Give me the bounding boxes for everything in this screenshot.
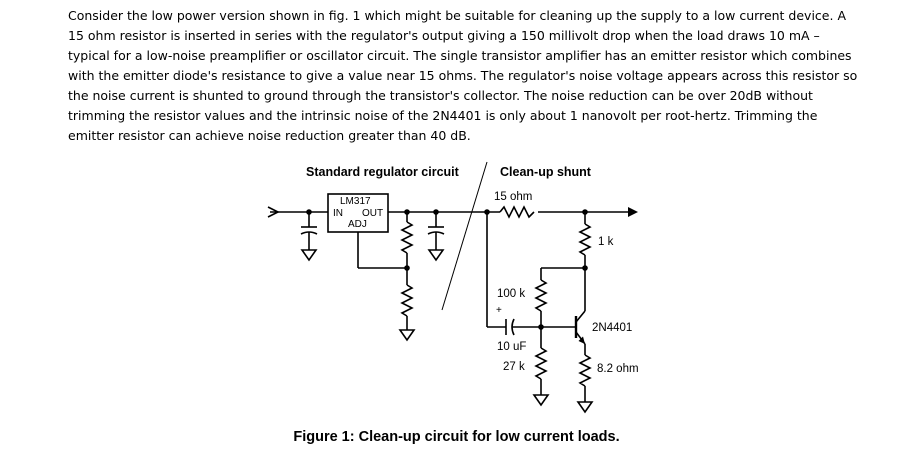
ic-pin-in-label: IN — [333, 208, 343, 219]
capacitor-label: 10 uF — [497, 341, 526, 353]
header-standard-regulator: Standard regulator circuit — [306, 165, 460, 179]
regulator-top-resistor — [400, 212, 414, 268]
header-cleanup-shunt: Clean-up shunt — [500, 165, 592, 179]
ground-symbol — [427, 249, 445, 262]
coupling-capacitor-10uf — [505, 318, 541, 336]
collector-resistor-1k — [578, 212, 592, 268]
emitter-resistor-8-2-ohm — [578, 344, 592, 402]
ic-pin-out-label: OUT — [362, 208, 383, 219]
output-capacitor — [427, 212, 445, 250]
regulator-bottom-resistor — [400, 268, 414, 330]
capacitor-polarity-mark: + — [496, 305, 502, 316]
bias-resistor-100k — [534, 268, 548, 327]
bias-bottom-resistor-label: 27 k — [503, 361, 525, 373]
input-capacitor — [300, 212, 318, 250]
bias-top-resistor-label: 100 k — [497, 288, 525, 300]
ic-name-label: LM317 — [340, 196, 371, 207]
lm317-regulator: LM317 IN OUT ADJ — [327, 193, 389, 233]
output-terminal-arrow — [628, 207, 638, 217]
transistor-2n4401 — [541, 310, 586, 345]
figure-caption: Figure 1: Clean-up circuit for low curre… — [293, 429, 620, 445]
input-terminal-arrow — [267, 206, 328, 218]
collector-resistor-label: 1 k — [598, 236, 614, 248]
ic-pin-adj-label: ADJ — [348, 219, 367, 230]
ground-symbol — [398, 329, 416, 342]
series-resistor-15-ohm — [499, 205, 538, 219]
ground-symbol — [576, 401, 594, 414]
emitter-resistor-label: 8.2 ohm — [597, 363, 639, 375]
ground-symbol — [532, 394, 550, 407]
bias-resistor-27k — [534, 327, 548, 395]
series-resistor-label: 15 ohm — [494, 191, 532, 203]
ground-symbol — [300, 249, 318, 262]
section-divider-line — [441, 161, 488, 311]
transistor-label: 2N4401 — [592, 322, 632, 334]
intro-paragraph: Consider the low power version shown in … — [68, 8, 858, 143]
